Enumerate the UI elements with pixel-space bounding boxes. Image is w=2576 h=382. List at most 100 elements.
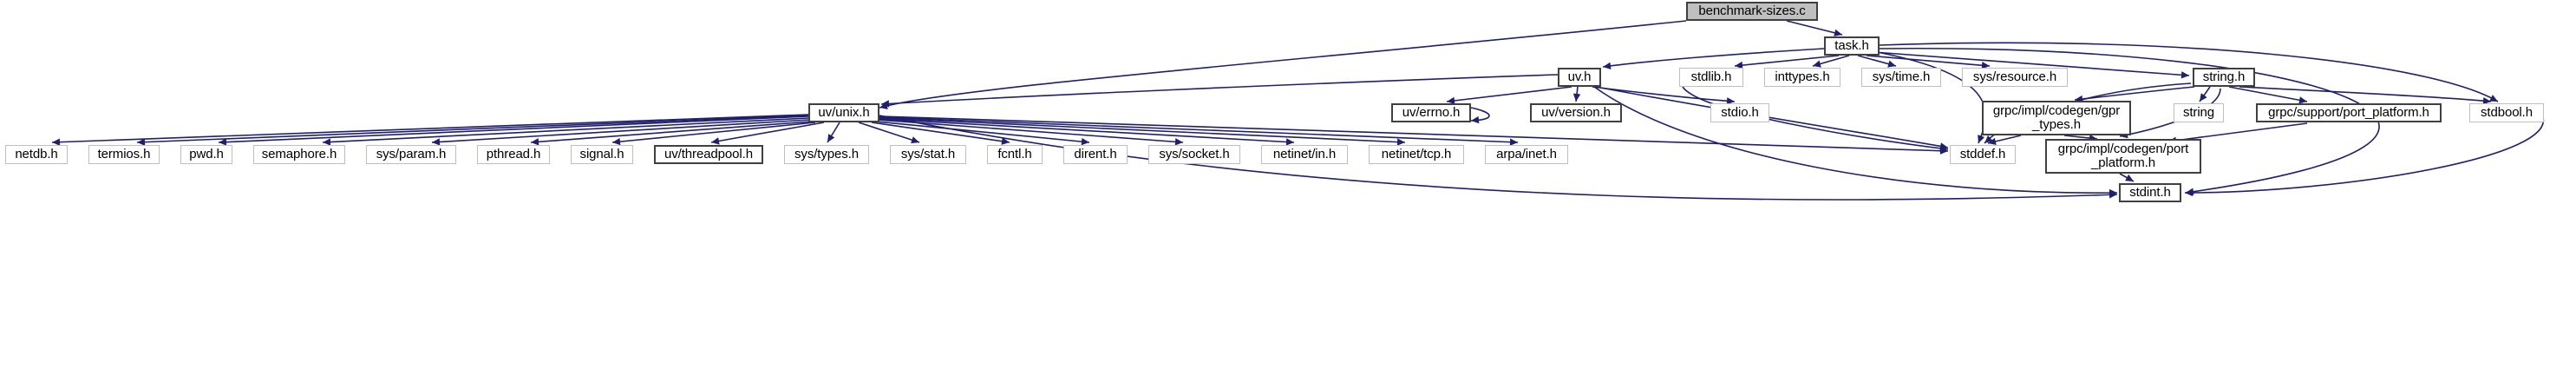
graph-edge — [2184, 113, 2545, 194]
graph-node-uv-threadpool-h[interactable]: uv/threadpool.h — [654, 145, 763, 164]
graph-edge — [1595, 86, 1949, 148]
graph-edge-arrowhead — [432, 138, 441, 146]
graph-edge-arrowhead — [1726, 97, 1735, 105]
graph-edge-arrowhead — [1834, 29, 1842, 36]
graph-edge-arrowhead — [1285, 138, 1294, 146]
graph-edge-arrowhead — [2109, 191, 2117, 199]
graph-node-grpc-impl-codegen-gpr-types-h[interactable]: grpc/impl/codegen/gpr _types.h — [1982, 101, 2131, 135]
graph-node-pthread-h[interactable]: pthread.h — [477, 145, 550, 164]
graph-node-stddef-h[interactable]: stddef.h — [1950, 145, 2016, 164]
graph-edge-arrowhead — [137, 138, 146, 146]
graph-node-task-h[interactable]: task.h — [1824, 36, 1880, 56]
graph-edge — [1866, 55, 1991, 67]
graph-edge-arrowhead — [2180, 71, 2189, 79]
graph-edge-arrowhead — [2489, 95, 2498, 102]
graph-edge — [879, 20, 1687, 109]
graph-edge — [1734, 55, 1840, 67]
graph-edge — [1876, 51, 1987, 144]
graph-node-fcntl-h[interactable]: fcntl.h — [987, 145, 1043, 164]
graph-node-string[interactable]: string — [2174, 103, 2224, 122]
graph-edge — [431, 119, 810, 143]
graph-edge — [136, 115, 809, 143]
graph-edge — [879, 116, 1519, 143]
graph-edge — [879, 117, 1406, 143]
graph-node-sys-param-h[interactable]: sys/param.h — [366, 145, 456, 164]
graph-node-stdbool-h[interactable]: stdbool.h — [2469, 103, 2544, 122]
graph-edge-arrowhead — [1447, 96, 1455, 105]
graph-node-stdint-h[interactable]: stdint.h — [2119, 183, 2181, 202]
graph-edge-arrowhead — [1939, 147, 1948, 155]
graph-node-benchmark-sizes-c[interactable]: benchmark-sizes.c — [1686, 2, 1818, 21]
graph-node-inttypes-h[interactable]: inttypes.h — [1764, 68, 1840, 87]
graph-edge — [2239, 86, 2492, 102]
graph-node-sys-socket-h[interactable]: sys/socket.h — [1148, 145, 1240, 164]
graph-node-string-h[interactable]: string.h — [2193, 68, 2255, 87]
graph-edge-arrowhead — [323, 138, 331, 146]
graph-node-netinet-tcp-h[interactable]: netinet/tcp.h — [1369, 145, 1464, 164]
graph-edge — [611, 122, 816, 143]
graph-edge — [879, 115, 1949, 152]
graph-edge — [51, 114, 809, 143]
graph-edge — [877, 119, 1184, 143]
graph-node-netinet-in-h[interactable]: netinet/in.h — [1261, 145, 1348, 164]
graph-edge — [878, 118, 1295, 143]
graph-edge-arrowhead — [1081, 137, 1089, 146]
graph-edge-arrowhead — [1978, 135, 1985, 143]
graph-edge-arrowhead — [612, 137, 621, 146]
graph-edge — [2167, 122, 2308, 142]
graph-edge-arrowhead — [1509, 138, 1518, 146]
graph-edge-arrowhead — [1001, 137, 1010, 145]
graph-edge-arrowhead — [1988, 137, 1997, 146]
graph-node-termios-h[interactable]: termios.h — [88, 145, 160, 164]
graph-node-arpa-inet-h[interactable]: arpa/inet.h — [1485, 145, 1568, 164]
graph-node-signal-h[interactable]: signal.h — [571, 145, 633, 164]
graph-node-uv-unix-h[interactable]: uv/unix.h — [808, 103, 879, 122]
graph-node-sys-time-h[interactable]: sys/time.h — [1861, 68, 1941, 87]
graph-edge — [1873, 51, 2190, 76]
graph-node-grpc-support-port-platform-h[interactable]: grpc/support/port_platform.h — [2256, 103, 2442, 122]
graph-node-uv-version-h[interactable]: uv/version.h — [1530, 103, 1622, 122]
graph-node-sys-stat-h[interactable]: sys/stat.h — [890, 145, 966, 164]
graph-edge-arrowhead — [911, 136, 919, 144]
graph-edge-arrowhead — [1396, 138, 1405, 146]
graph-node-sys-types-h[interactable]: sys/types.h — [784, 145, 869, 164]
graph-edge-arrowhead — [2200, 93, 2207, 102]
graph-edge — [1682, 86, 1949, 150]
graph-edge — [1879, 42, 2499, 102]
graph-edge-arrowhead — [1813, 60, 1821, 68]
graph-edge — [218, 115, 809, 143]
graph-edge-arrowhead — [1174, 138, 1183, 146]
graph-edge-arrowhead — [2298, 96, 2307, 104]
graph-node-stdio-h[interactable]: stdio.h — [1710, 103, 1769, 122]
graph-edge — [871, 122, 1010, 143]
graph-node-sys-resource-h[interactable]: sys/resource.h — [1962, 68, 2068, 87]
graph-edge-arrowhead — [827, 134, 835, 142]
graph-edge-arrowhead — [711, 137, 720, 145]
graph-node-uv-errno-h[interactable]: uv/errno.h — [1391, 103, 1471, 122]
graph-edge-arrowhead — [881, 100, 890, 108]
graph-edge-arrowhead — [1471, 115, 1480, 124]
graph-edge-arrowhead — [1887, 60, 1896, 68]
graph-node-stdlib-h[interactable]: stdlib.h — [1679, 68, 1743, 87]
graph-edge-arrowhead — [52, 138, 61, 146]
graph-edge — [1593, 86, 2118, 194]
graph-edge — [858, 122, 920, 143]
graph-edge — [1786, 20, 1843, 36]
graph-edge — [1470, 107, 1490, 122]
graph-node-pwd-h[interactable]: pwd.h — [180, 145, 232, 164]
graph-edge-arrowhead — [1735, 61, 1743, 69]
graph-edge — [322, 117, 809, 143]
graph-node-semaphore-h[interactable]: semaphore.h — [253, 145, 345, 164]
graph-node-netdb-h[interactable]: netdb.h — [5, 145, 68, 164]
graph-edge-arrowhead — [1981, 62, 1990, 69]
graph-node-uv-h[interactable]: uv.h — [1558, 68, 1601, 87]
graph-edge-arrowhead — [2125, 174, 2134, 181]
graph-edge — [880, 74, 1559, 105]
graph-node-dirent-h[interactable]: dirent.h — [1063, 145, 1128, 164]
graph-edge — [2228, 86, 2308, 102]
graph-node-grpc-impl-codegen-port-platform-h[interactable]: grpc/impl/codegen/port _platform.h — [2045, 139, 2201, 174]
graph-edge — [875, 121, 1090, 143]
graph-edge — [710, 122, 825, 143]
